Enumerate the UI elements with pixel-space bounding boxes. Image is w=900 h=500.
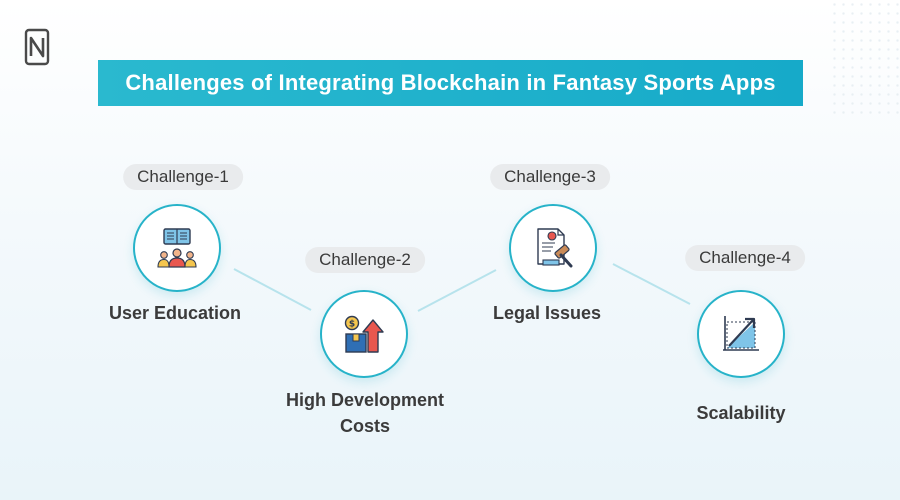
title-banner: Challenges of Integrating Blockchain in … <box>98 60 803 106</box>
challenge-1-label: User Education <box>109 300 241 326</box>
development-costs-icon: $ <box>344 315 384 353</box>
user-education-icon <box>157 228 197 268</box>
challenge-2-label-line1: High Development <box>285 390 445 410</box>
challenge-3-tag: Challenge-3 <box>490 164 610 190</box>
challenge-3-label-line1: Legal Issues <box>492 303 602 323</box>
challenge-3-label: Legal Issues <box>493 300 601 326</box>
connector-3-4 <box>612 263 691 305</box>
challenge-4-label-line1: Scalability <box>696 403 786 423</box>
challenge-4-tag: Challenge-4 <box>685 245 805 271</box>
challenge-3-circle <box>509 204 597 292</box>
challenge-1-label-line1: User Education <box>108 303 242 323</box>
connector-2-3 <box>417 269 497 312</box>
challenge-1-circle <box>133 204 221 292</box>
challenge-4-label: Scalability <box>696 400 785 426</box>
challenge-2-circle: $ <box>320 290 408 378</box>
connector-1-2 <box>233 268 312 311</box>
brand-logo-icon <box>24 28 50 66</box>
challenge-4-circle <box>697 290 785 378</box>
challenge-2-label: High Development Costs <box>286 387 444 439</box>
challenge-2-label-line2: Costs <box>339 416 390 436</box>
page-title: Challenges of Integrating Blockchain in … <box>125 70 776 95</box>
dot-pattern <box>830 0 900 120</box>
scalability-chart-icon <box>723 316 759 351</box>
challenge-1-tag: Challenge-1 <box>123 164 243 190</box>
legal-gavel-icon <box>537 228 573 268</box>
challenge-2-tag: Challenge-2 <box>305 247 425 273</box>
svg-text:$: $ <box>349 320 355 330</box>
